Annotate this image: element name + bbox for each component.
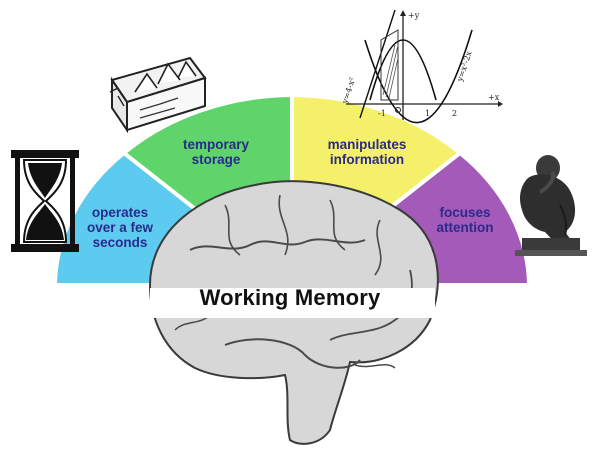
graph-equation-right: y=x²-2x <box>455 50 474 84</box>
thinker-statue-icon <box>515 155 587 256</box>
graph-x-axis-label: +x <box>488 93 500 102</box>
graph-tick-neg1: -1 <box>378 109 386 118</box>
label-temporary-storage: temporary storage <box>182 137 250 167</box>
title-band <box>150 288 435 318</box>
label-manipulates-information: manipulates information <box>327 137 407 167</box>
graph-y-axis-label: +y <box>408 11 420 20</box>
function-graph-icon: +y +x -1 1 2 y=4-x² y=x²-2x <box>340 9 503 124</box>
diagram-title: Working Memory <box>199 285 381 310</box>
hourglass-icon <box>11 150 79 252</box>
graph-tick-2: 2 <box>452 109 457 118</box>
filing-cabinet-icon <box>109 56 207 134</box>
label-operates-seconds: operates over a few seconds <box>86 205 154 250</box>
label-focuses-attention: focuses attention <box>436 205 494 235</box>
graph-tick-1: 1 <box>425 109 430 118</box>
